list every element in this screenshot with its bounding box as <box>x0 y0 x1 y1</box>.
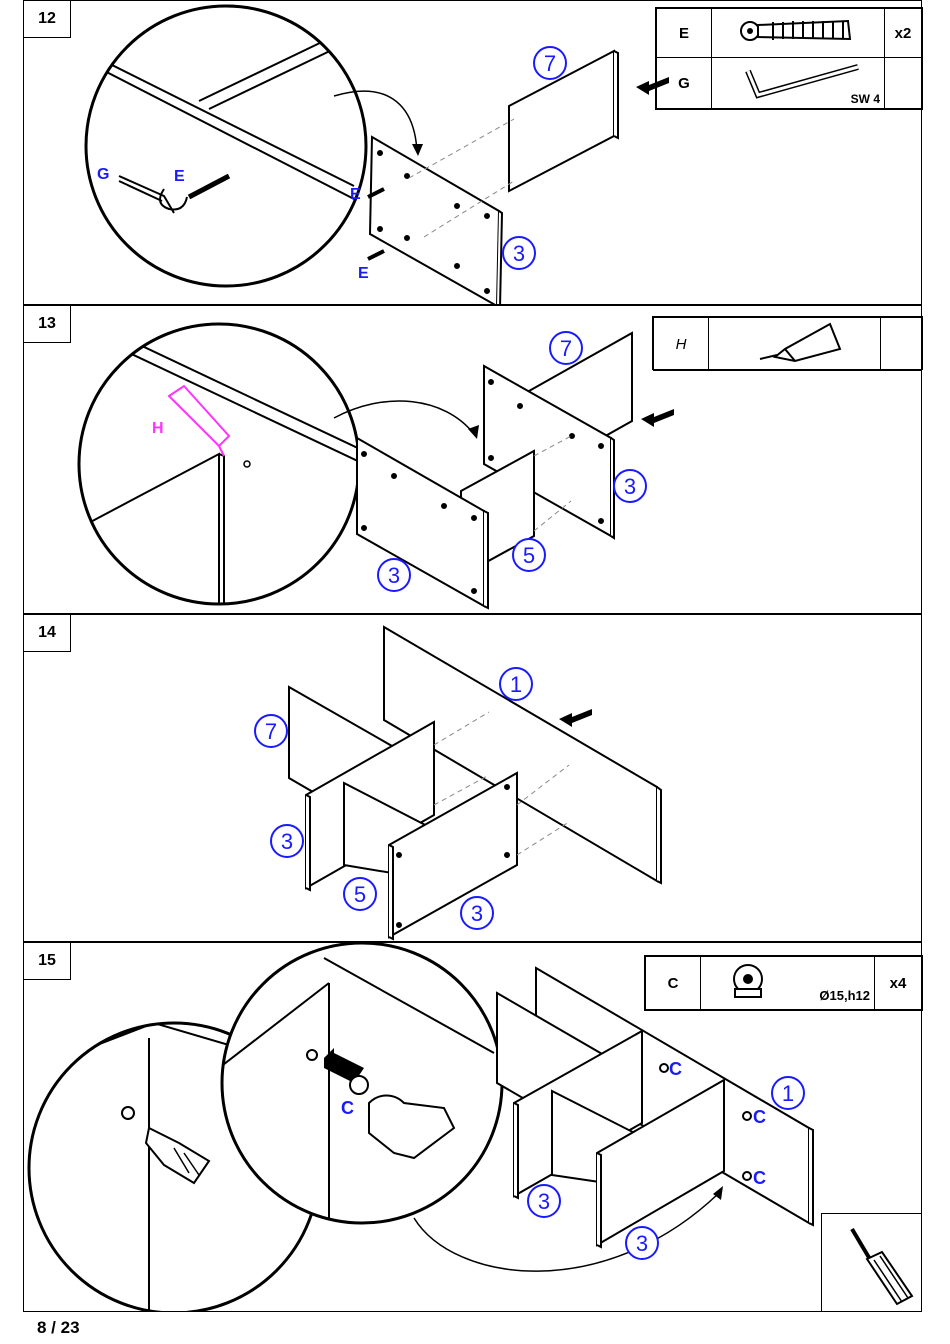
svg-text:5: 5 <box>523 543 535 568</box>
step-13-illustration: H 7 3 5 3 <box>24 306 921 613</box>
callout-e: E <box>358 265 369 282</box>
detail-circle <box>84 6 366 286</box>
push-arrow-icon <box>636 77 669 95</box>
callout-part-3: 3 <box>378 559 410 591</box>
screw-e <box>368 251 384 259</box>
svg-text:3: 3 <box>538 1189 550 1214</box>
step-14-panel: 14 1 <box>23 614 922 942</box>
svg-text:1: 1 <box>782 1081 794 1106</box>
callout-part-3: 3 <box>271 825 303 857</box>
push-arrow-icon <box>559 709 592 727</box>
svg-text:7: 7 <box>560 336 572 361</box>
callout-part-3: 3 <box>626 1227 658 1259</box>
step-15-illustration: C C C C 1 3 3 <box>24 943 921 1311</box>
callout-c: C <box>669 1059 682 1079</box>
svg-text:5: 5 <box>354 882 366 907</box>
svg-text:7: 7 <box>544 51 556 76</box>
callout-e: E <box>350 186 361 203</box>
callout-part-7: 7 <box>550 332 582 364</box>
callout-part-3: 3 <box>461 897 493 929</box>
callout-part-1: 1 <box>772 1077 804 1109</box>
callout-part-5: 5 <box>513 539 545 571</box>
callout-c: C <box>753 1168 766 1188</box>
callout-part-3: 3 <box>503 237 535 269</box>
svg-text:3: 3 <box>388 563 400 588</box>
svg-text:1: 1 <box>510 672 522 697</box>
svg-text:3: 3 <box>471 901 483 926</box>
callout-h: H <box>152 420 164 437</box>
callout-c: C <box>341 1098 354 1118</box>
callout-e: E <box>174 168 185 185</box>
svg-text:3: 3 <box>281 829 293 854</box>
step-13-panel: 13 H <box>23 305 922 614</box>
step-14-illustration: 1 7 3 5 3 <box>24 615 921 941</box>
callout-part-5: 5 <box>344 878 376 910</box>
svg-text:3: 3 <box>636 1231 648 1256</box>
svg-text:3: 3 <box>513 241 525 266</box>
push-arrow-icon <box>641 409 674 427</box>
panel-3 <box>370 137 502 304</box>
callout-g: G <box>97 166 109 183</box>
detail-circle <box>64 324 364 613</box>
callout-part-1: 1 <box>500 668 532 700</box>
svg-text:7: 7 <box>265 719 277 744</box>
callout-part-3: 3 <box>614 470 646 502</box>
page-number: 8 / 23 <box>37 1318 80 1338</box>
cam-lock <box>660 1064 668 1072</box>
step-15-panel: 15 C Ø15,h12 x4 <box>23 942 922 1312</box>
callout-c: C <box>753 1107 766 1127</box>
callout-part-3: 3 <box>528 1185 560 1217</box>
step-12-illustration: G E E E 7 3 <box>24 1 921 304</box>
callout-part-7: 7 <box>255 715 287 747</box>
cam-lock <box>743 1112 751 1120</box>
panel-3 <box>357 438 488 608</box>
svg-text:3: 3 <box>624 474 636 499</box>
callout-part-7: 7 <box>534 47 566 79</box>
step-12-panel: 12 E x2 G <box>23 0 922 305</box>
cam-lock <box>743 1172 751 1180</box>
